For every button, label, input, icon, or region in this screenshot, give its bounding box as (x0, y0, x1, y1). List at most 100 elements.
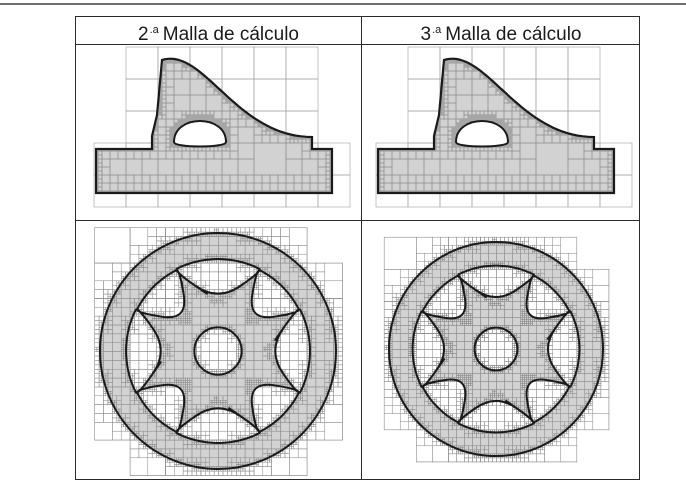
mesh-cell (129, 369, 135, 374)
mesh-cell (599, 78, 614, 112)
mesh-cell (595, 142, 601, 148)
mesh-cell (270, 199, 278, 207)
mesh-cell (559, 118, 569, 128)
mesh-cell (165, 404, 175, 414)
mesh-cell (464, 199, 472, 207)
mesh-cell (147, 342, 157, 352)
mesh-cell (440, 207, 472, 220)
mesh-cell (435, 110, 439, 114)
mesh-cell (174, 55, 176, 57)
mesh-cell (235, 98, 239, 102)
mesh-cell (435, 98, 439, 102)
mesh-cell (129, 245, 140, 255)
mesh-cell (180, 271, 184, 275)
mesh-cell (165, 298, 175, 308)
mesh-cell (383, 142, 389, 148)
mesh-cell (132, 380, 135, 383)
mesh-cell (487, 62, 497, 72)
mesh-cell (191, 419, 195, 423)
mesh-cell (118, 199, 126, 207)
mesh-cell (536, 207, 568, 220)
mesh-cell (138, 320, 144, 326)
mesh-cell (110, 195, 114, 199)
mesh-cell (98, 327, 102, 330)
mesh-cell (310, 195, 314, 199)
mesh-cell (512, 199, 520, 207)
mesh-cell (253, 58, 287, 80)
mesh-cell (269, 122, 273, 126)
mesh-cell (436, 195, 440, 199)
mesh-cell (145, 142, 151, 148)
mesh-cell (94, 333, 100, 339)
mesh-cell (233, 98, 237, 102)
mesh-cell (435, 86, 441, 92)
mesh-cell (513, 96, 517, 100)
mesh-cell (156, 455, 160, 459)
mesh-cell (157, 58, 163, 60)
mesh-cell (587, 130, 593, 136)
mesh-cell (103, 413, 113, 423)
mesh-cell (198, 415, 202, 419)
mesh-cell (254, 195, 258, 199)
mesh-cell (151, 366, 155, 370)
mesh-cell (103, 404, 113, 414)
mesh-cell (431, 62, 441, 72)
mesh-cell (552, 195, 556, 199)
mesh-cell (376, 199, 384, 207)
mesh-cell (400, 195, 404, 199)
mesh-cell (416, 195, 420, 199)
mesh-cell (503, 58, 537, 80)
mesh-cell (496, 195, 500, 199)
mesh-cell (147, 298, 157, 308)
mesh-cell (378, 142, 381, 148)
mesh-cell (583, 130, 589, 136)
mesh-cell (143, 446, 146, 450)
mesh-cell (187, 60, 191, 64)
mesh-cell (180, 430, 184, 434)
mesh-cell (107, 289, 113, 295)
mesh-cell (196, 267, 202, 273)
mesh-cell (194, 265, 197, 268)
mesh-cell (94, 320, 100, 326)
mesh-cell (125, 62, 143, 80)
mesh-cell (98, 373, 102, 377)
mesh-cell (448, 195, 452, 199)
mesh-cell (129, 327, 133, 330)
mesh-cell (149, 114, 155, 120)
mesh-cell (551, 118, 557, 124)
mesh-cell (487, 58, 505, 64)
mesh-cell (431, 114, 437, 120)
mesh-cell (149, 94, 155, 100)
mesh-cell (624, 159, 632, 167)
mesh-cell (174, 47, 182, 55)
mesh-cell (106, 195, 110, 199)
mesh-cell (198, 199, 206, 207)
mesh-cell (379, 142, 385, 148)
mesh-cell (543, 118, 547, 122)
mesh-cell (160, 391, 166, 397)
mesh-cell (480, 195, 484, 199)
mesh-cell (293, 130, 297, 134)
mesh-cell (138, 360, 148, 370)
mesh-cell (294, 195, 298, 199)
mesh-cell (229, 86, 239, 96)
mesh-cell (156, 386, 162, 392)
mesh-cell (238, 195, 242, 199)
mesh-cell (165, 236, 171, 242)
mesh-cell (133, 142, 139, 148)
mesh-cell (229, 78, 239, 88)
mesh-cell (178, 408, 182, 412)
mesh-cell (575, 126, 581, 132)
mesh-cell (103, 388, 106, 392)
mesh-cell (233, 94, 239, 100)
mesh-cell (253, 114, 257, 118)
mesh-cell (129, 373, 133, 377)
mesh-cell (189, 265, 193, 268)
mesh-cell (544, 195, 548, 199)
mesh-cell (334, 199, 342, 207)
mesh-cell (174, 298, 179, 304)
mesh-cell (302, 195, 306, 199)
mesh-cell (147, 245, 153, 251)
